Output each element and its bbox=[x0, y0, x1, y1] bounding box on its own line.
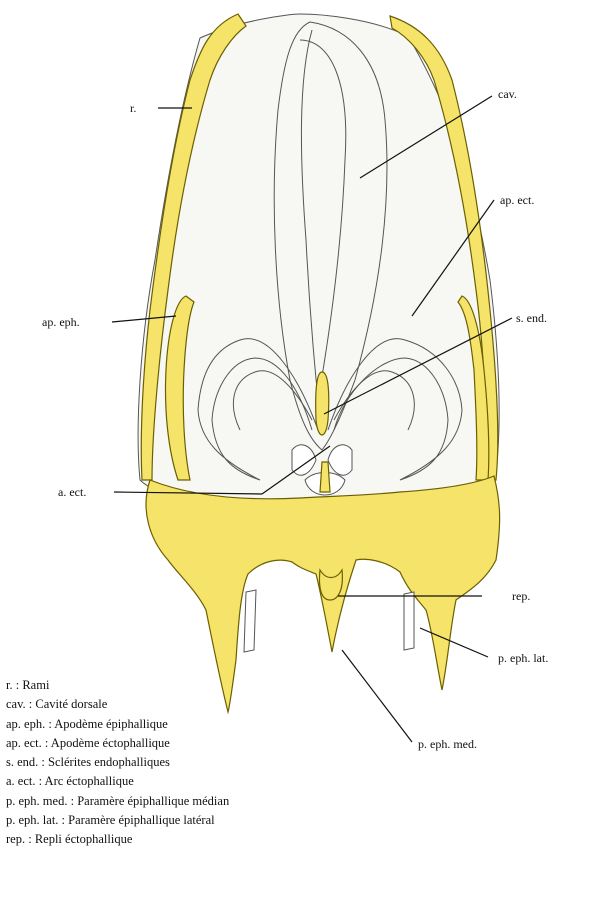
legend-row: rep. : Repli éctophallique bbox=[6, 830, 426, 849]
label-s-end: s. end. bbox=[516, 311, 547, 325]
legend-row: p. eph. med. : Paramère épiphallique méd… bbox=[6, 792, 426, 811]
label-a-ect: a. ect. bbox=[58, 485, 86, 499]
label-p-eph-lat: p. eph. lat. bbox=[498, 651, 548, 665]
legend-abbr: p. eph. lat. bbox=[6, 813, 58, 827]
legend-abbr: ap. eph. bbox=[6, 717, 45, 731]
legend-abbr: cav. bbox=[6, 697, 26, 711]
legend-text: Apodème épiphallique bbox=[54, 717, 168, 731]
legend-text: Arc éctophallique bbox=[45, 774, 134, 788]
endophallic-yellow-bits bbox=[320, 462, 330, 492]
legend-row: ap. ect. : Apodème éctophallique bbox=[6, 734, 426, 753]
label-p-eph-med: p. eph. med. bbox=[418, 737, 477, 751]
right-strut bbox=[404, 592, 414, 650]
legend-abbr: p. eph. med. bbox=[6, 794, 67, 808]
legend-row: s. end. : Sclérites endophalliques bbox=[6, 753, 426, 772]
legend-text: Paramère épiphallique latéral bbox=[68, 813, 214, 827]
legend-abbr: s. end. bbox=[6, 755, 38, 769]
label-r: r. bbox=[130, 101, 136, 115]
legend-text: Paramère épiphallique médian bbox=[77, 794, 229, 808]
label-rep: rep. bbox=[512, 589, 530, 603]
legend-row: a. ect. : Arc éctophallique bbox=[6, 772, 426, 791]
legend: r. : Rami cav. : Cavité dorsale ap. eph.… bbox=[6, 676, 426, 850]
label-ap-ect: ap. ect. bbox=[500, 193, 534, 207]
label-ap-eph: ap. eph. bbox=[42, 315, 80, 329]
legend-row: ap. eph. : Apodème épiphallique bbox=[6, 715, 426, 734]
legend-row: p. eph. lat. : Paramère épiphallique lat… bbox=[6, 811, 426, 830]
legend-row: cav. : Cavité dorsale bbox=[6, 695, 426, 714]
legend-text: Rami bbox=[22, 678, 49, 692]
legend-text: Sclérites endophalliques bbox=[48, 755, 170, 769]
legend-text: Cavité dorsale bbox=[35, 697, 107, 711]
left-strut bbox=[244, 590, 256, 652]
legend-abbr: ap. ect. bbox=[6, 736, 42, 750]
legend-row: r. : Rami bbox=[6, 676, 426, 695]
legend-abbr: a. ect. bbox=[6, 774, 36, 788]
endophallic-sclerite bbox=[316, 372, 329, 435]
leader-p-eph-lat bbox=[420, 628, 488, 657]
label-cav: cav. bbox=[498, 87, 517, 101]
legend-abbr: r. bbox=[6, 678, 13, 692]
legend-text: Repli éctophallique bbox=[35, 832, 133, 846]
legend-abbr: rep. bbox=[6, 832, 25, 846]
legend-text: Apodème éctophallique bbox=[51, 736, 170, 750]
